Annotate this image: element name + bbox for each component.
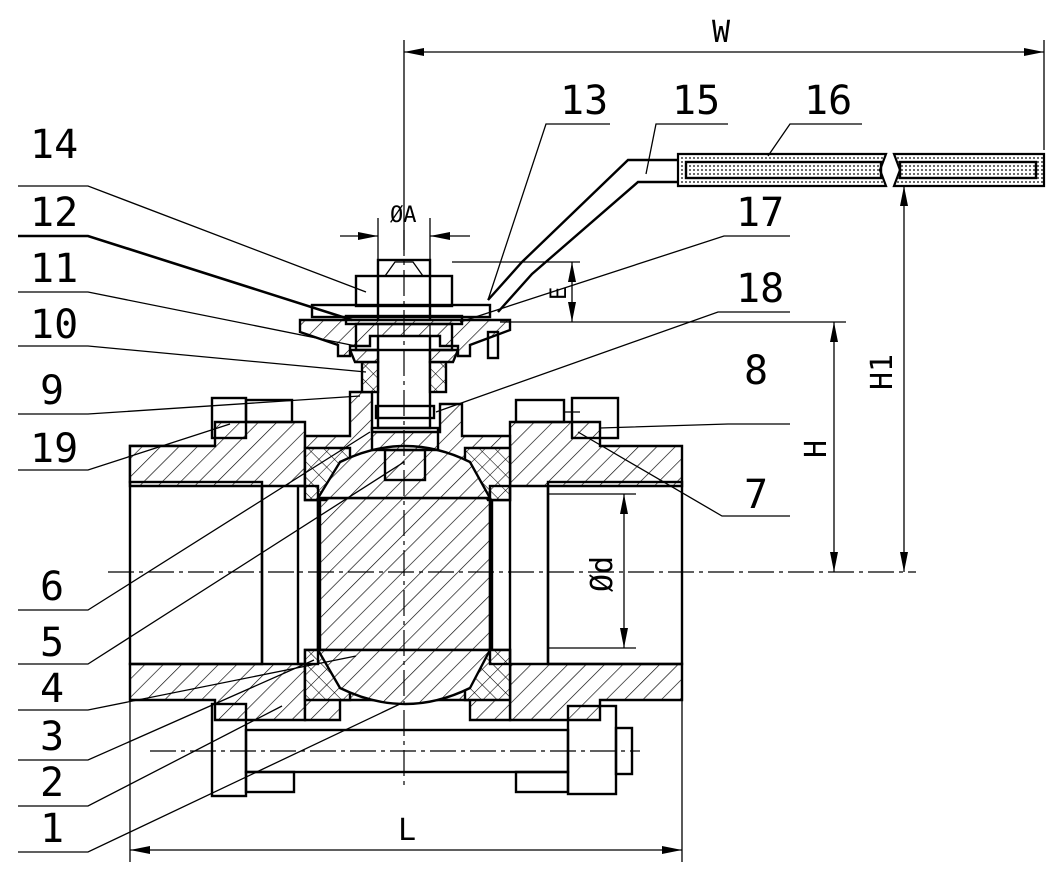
part-label-10: 10 [30,302,78,348]
dimensions: W H1 H L Ød ØA E [129,15,1045,862]
part-label-6: 6 [40,564,64,610]
handle-grip-inner-end [898,160,1038,180]
part-label-11: 11 [30,246,78,292]
top-left-bolt [244,398,294,424]
valve-assembly [128,152,1046,798]
part-label-5: 5 [40,620,64,666]
part-label-15: 15 [672,78,720,124]
stem-key [383,448,427,482]
part-label-2: 2 [40,760,64,806]
gland-right [428,348,460,364]
gland-left [348,348,380,364]
part-label-13: 13 [560,78,608,124]
part-label-12: 12 [30,190,78,236]
handle-grip-inner [684,160,883,180]
part-label-16: 16 [804,78,852,124]
part-label-9: 9 [40,368,64,414]
part-label-19: 19 [30,426,78,472]
handle-base [310,303,492,319]
part-label-8: 8 [744,348,768,394]
right-pipe-bore [546,480,684,666]
handle-stopper [486,330,500,360]
part-labels: 14 12 11 10 9 19 6 5 4 3 2 1 13 15 16 17… [30,78,852,852]
handle-grip-end [892,152,1046,188]
dim-bore: Ød [585,556,620,592]
bottom-right-washer [514,770,570,794]
leader-lines [18,123,862,853]
dim-length: L [398,813,416,848]
dim-stem-height: E [547,287,572,300]
stem-packing-left [360,360,380,394]
stop-plate [298,318,512,358]
part-label-18: 18 [736,266,784,312]
bottom-left-washer [244,770,296,794]
handle-arm [487,158,678,313]
part-label-7: 7 [744,472,768,518]
part-label-14: 14 [30,122,78,168]
left-gasket [296,484,320,666]
left-pipe-bore [128,480,264,666]
dim-stem: ØA [390,203,417,228]
part-label-4: 4 [40,666,64,712]
part-label-17: 17 [736,190,784,236]
dim-height-to-handle: H1 [865,354,900,390]
top-right-nut [570,396,620,440]
part-label-3: 3 [40,714,64,760]
dim-height: H [799,440,834,458]
stem-thrust-washer [374,404,436,420]
center-lines [108,230,916,790]
stem-packing-right [428,360,448,394]
dim-width: W [712,15,731,50]
top-right-bolt [514,398,566,424]
handle-grip [676,152,888,188]
right-gasket [488,484,512,666]
part-label-1: 1 [40,806,64,852]
